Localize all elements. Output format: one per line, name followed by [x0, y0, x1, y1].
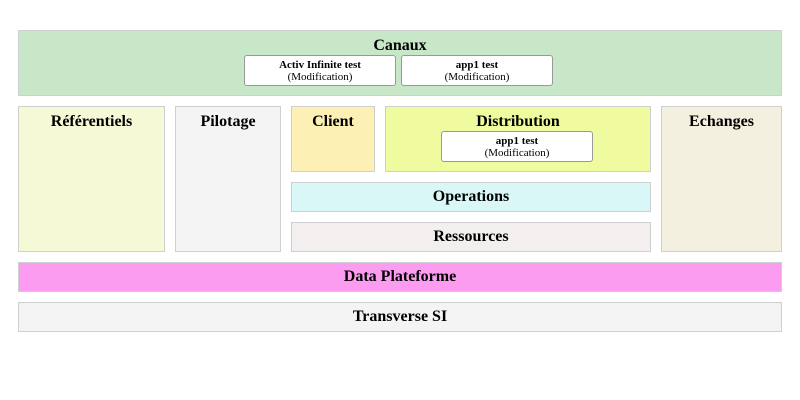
client-title: Client: [312, 113, 354, 130]
distribution-title: Distribution: [476, 113, 560, 130]
ressources-block: Ressources: [291, 222, 651, 252]
data-plateforme-block: Data Plateforme: [18, 262, 782, 292]
data-plateforme-title: Data Plateforme: [343, 268, 457, 285]
operations-title: Operations: [432, 188, 510, 205]
client-block: Client: [291, 106, 375, 172]
app-status: (Modification): [444, 71, 510, 83]
app-card-activ-infinite-test[interactable]: Activ Infinite test (Modification): [244, 55, 396, 86]
app-name: Activ Infinite test: [279, 59, 361, 71]
pilotage-block: Pilotage: [175, 106, 281, 252]
app-card-app1-test[interactable]: app1 test (Modification): [441, 131, 593, 162]
canaux-title: Canaux: [373, 37, 427, 54]
app-name: app1 test: [455, 59, 499, 71]
transverse-si-title: Transverse SI: [352, 308, 448, 325]
app-card-app1-test[interactable]: app1 test (Modification): [401, 55, 553, 86]
referentiels-title: Référentiels: [50, 113, 133, 130]
canaux-block: Canaux Activ Infinite test (Modification…: [18, 30, 782, 96]
referentiels-block: Référentiels: [18, 106, 165, 252]
app-status: (Modification): [484, 147, 550, 159]
operations-block: Operations: [291, 182, 651, 212]
echanges-title: Echanges: [689, 113, 754, 130]
app-name: app1 test: [495, 135, 539, 147]
pilotage-title: Pilotage: [200, 113, 256, 130]
distribution-block: Distribution app1 test (Modification): [385, 106, 651, 172]
app-status: (Modification): [287, 71, 353, 83]
echanges-block: Echanges: [661, 106, 782, 252]
ressources-title: Ressources: [433, 228, 509, 245]
transverse-si-block: Transverse SI: [18, 302, 782, 332]
